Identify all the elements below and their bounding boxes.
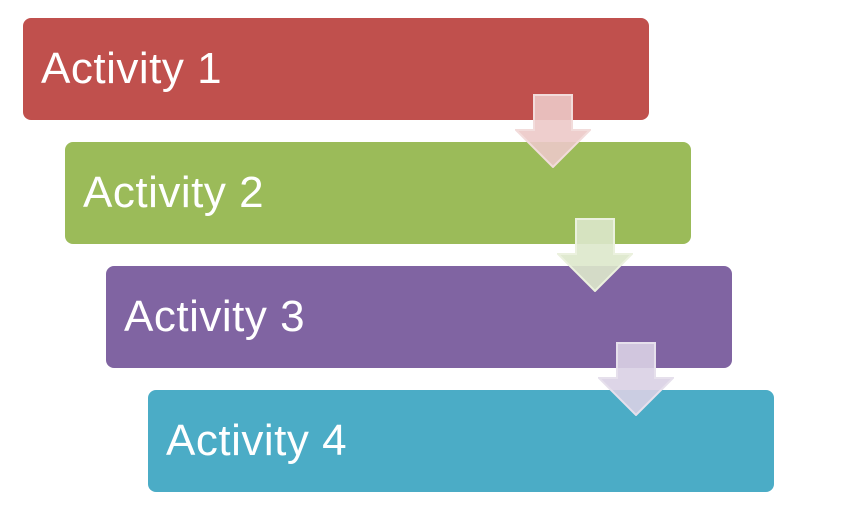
activity-1-box: Activity 1 (23, 18, 649, 120)
down-arrow-icon (598, 342, 674, 416)
activity-1-label: Activity 1 (41, 44, 223, 93)
activity-4-label: Activity 4 (166, 416, 348, 465)
activity-2-label: Activity 2 (83, 168, 265, 217)
activity-3-label: Activity 3 (124, 292, 306, 341)
down-arrow-icon (557, 218, 633, 292)
down-arrow-icon (515, 94, 591, 168)
activity-4-box: Activity 4 (148, 390, 774, 492)
